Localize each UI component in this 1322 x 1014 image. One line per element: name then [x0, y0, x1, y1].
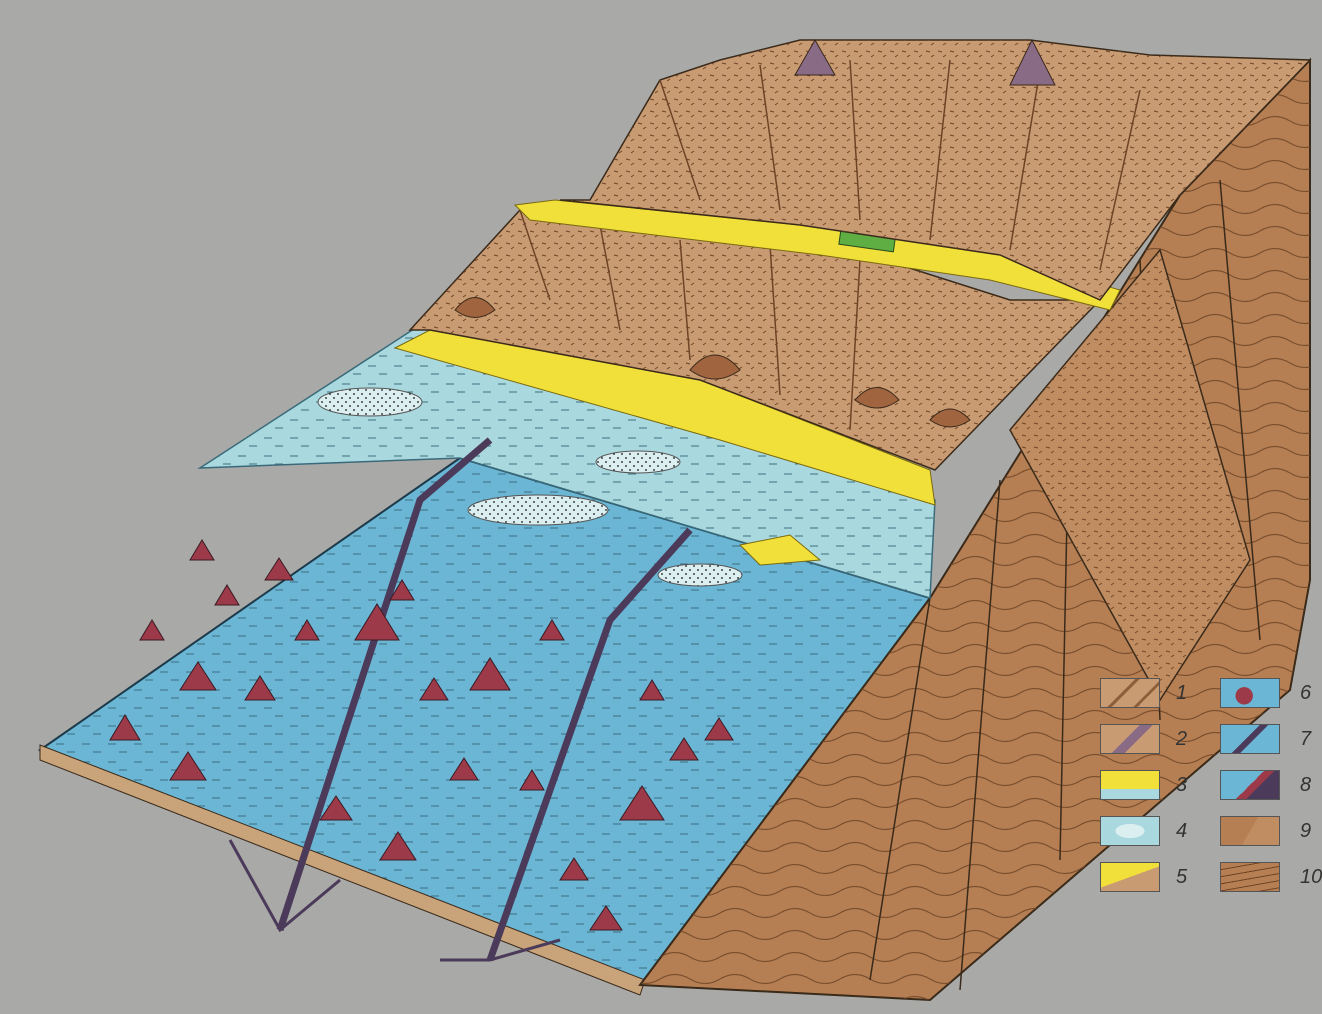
sand-bar-swatch-icon — [1100, 816, 1160, 846]
granite-intrusion-swatch-icon — [1220, 816, 1280, 846]
folded-strata-swatch-icon — [1220, 862, 1280, 892]
alluvial-sand-swatch-icon — [1100, 770, 1160, 800]
legend-number: 1 — [1176, 682, 1187, 705]
legend-number: 7 — [1300, 728, 1311, 751]
turbidite-fan-swatch-icon — [1220, 770, 1280, 800]
mountain-terrain-swatch-icon — [1100, 678, 1160, 708]
legend-number: 10 — [1300, 866, 1322, 889]
legend-number: 3 — [1176, 774, 1187, 797]
coastal-deposit-swatch-icon — [1100, 862, 1160, 892]
legend-number: 2 — [1176, 728, 1187, 751]
legend-number: 9 — [1300, 820, 1311, 843]
volcano-swatch-icon — [1100, 724, 1160, 754]
submarine-canyon-swatch-icon — [1220, 724, 1280, 754]
legend-number: 4 — [1176, 820, 1187, 843]
reef-mounds-swatch-icon — [1220, 678, 1280, 708]
legend-number: 6 — [1300, 682, 1311, 705]
legend-number: 8 — [1300, 774, 1311, 797]
legend-number: 5 — [1176, 866, 1187, 889]
